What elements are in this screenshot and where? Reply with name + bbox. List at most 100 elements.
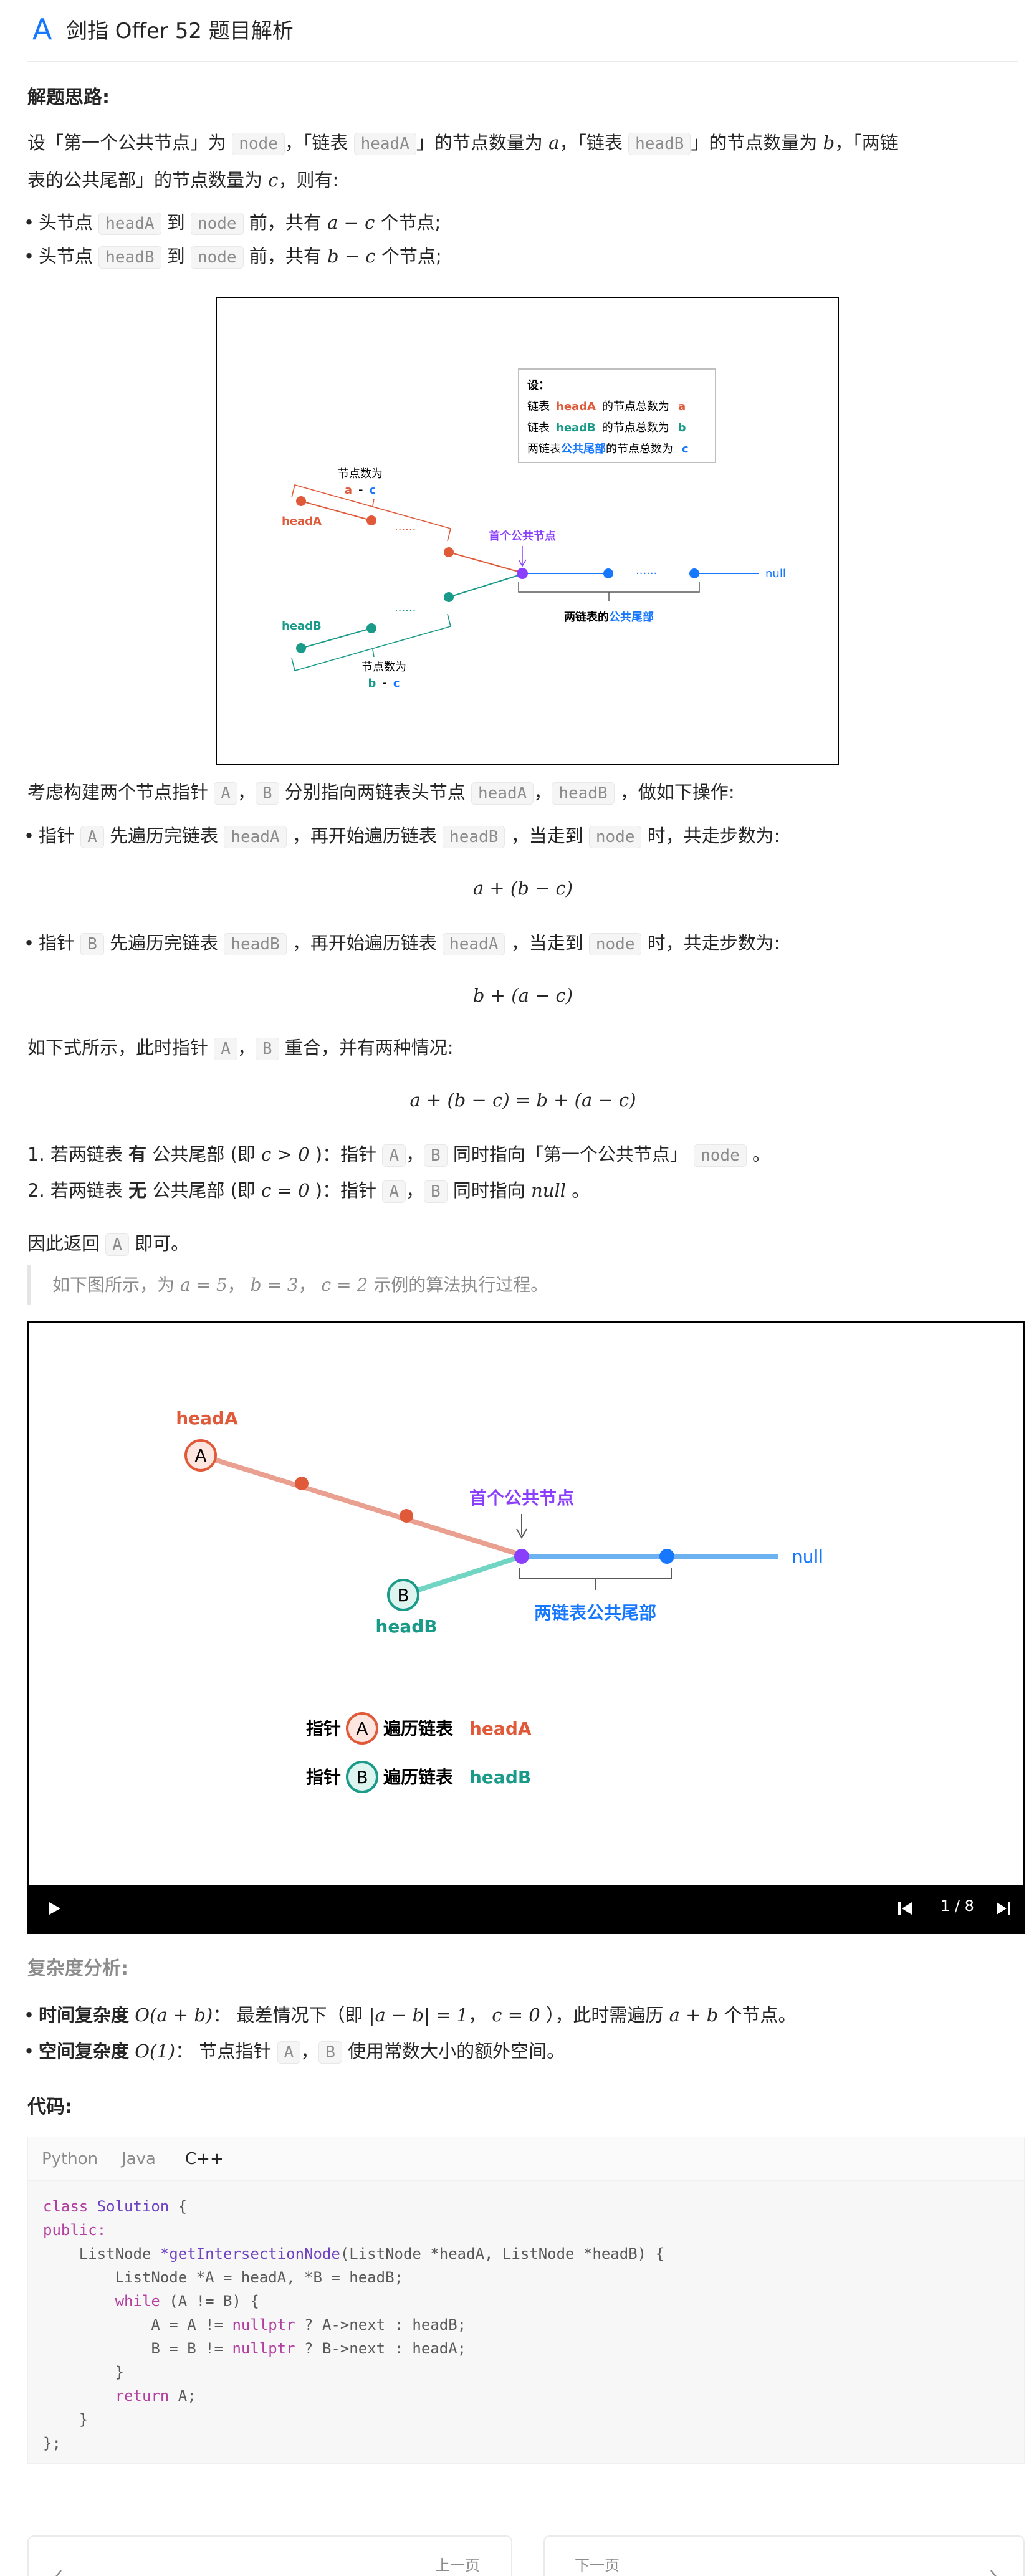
anim-pointer-b-text: B [397,1585,409,1606]
list-a-edge [300,500,372,521]
legend-title: 设： [527,379,550,392]
list-item: 指针 A 先遍历完链表 headA ，再开始遍历链表 headB ，当走到 no… [24,819,780,854]
pointer-paragraph: 考虑构建两个节点指针 A，B 分别指向两链表头节点 headA，headB ，做… [27,774,1018,812]
section-heading-complexity: 复杂度分析: [27,1958,128,1980]
first-common-label: 首个公共节点 [489,529,556,543]
count-a-tick [372,498,375,507]
svg-text:A: A [356,1718,368,1739]
anim-list-a-edge [199,1453,523,1558]
list-b-dots: ······ [395,605,416,618]
player-controls: 1 / 8 [29,1885,1023,1932]
anim-head-b-label: headB [375,1616,437,1637]
overlap-paragraph: 如下式所示，此时指针 A，B 重合，并有两种情况: [27,1030,1018,1067]
next-page-button[interactable]: 下一页 [543,2535,1025,2576]
list-a-dots: ······ [395,524,416,537]
code-language-tabs: Python Java C++ [27,2137,1025,2180]
step-counter: 1 / 8 [941,1897,974,1915]
list-b-node [444,592,454,602]
anim-list-a-node [400,1509,413,1523]
page-header: A 剑指 Offer 52 题目解析 [27,0,1018,62]
list-b-edge [300,628,372,649]
code-block[interactable]: class Solution { public: ListNode *getIn… [27,2180,1025,2464]
anim-null-label: null [792,1546,823,1567]
app-logo-icon[interactable]: A [32,12,52,46]
tail-node [689,568,699,578]
anim-list-a-node [295,1477,309,1490]
list-a-node [444,547,454,557]
play-icon[interactable] [47,1901,62,1916]
list-item-space: 空间复杂度 O(1)： 节点指针 A，B 使用常数大小的额外空间。 [24,2034,565,2069]
previous-icon[interactable] [897,1901,913,1916]
chevron-left-icon [55,2570,62,2576]
tab-java[interactable]: Java [122,2150,156,2168]
animation-frame: headA A B headB 首个公共节点 null 两链表公共尾部 指针 A… [176,1408,823,1793]
list-item: 头节点 headA 到 node 前，共有 a − c 个节点; [24,206,441,241]
anim-legend-2-mid: 遍历链表 [383,1767,453,1788]
return-paragraph: 因此返回 A 即可。 [27,1225,1018,1263]
next-icon[interactable] [995,1901,1012,1916]
anim-legend-1-pre: 指针 [306,1718,341,1739]
anim-pointer-b [387,1579,419,1611]
anim-first-common-node [514,1549,529,1564]
anim-legend-2-node [346,1761,378,1793]
animation-player[interactable]: headA A B headB 首个公共节点 null 两链表公共尾部 指针 A… [27,1321,1025,1934]
null-label: null [765,567,786,580]
formula-b: b + (a − c) [472,985,573,1006]
svg-text:B: B [356,1767,368,1788]
list-a-node [366,515,376,525]
head-b-label: headB [282,620,322,633]
anim-legend-2-key: headB [469,1767,531,1788]
page-title: 剑指 Offer 52 题目解析 [66,19,294,44]
inline-code: headB [628,133,691,155]
anim-legend-1-key: headA [469,1718,532,1739]
chevron-right-icon [990,2570,997,2576]
section-heading-code: 代码: [27,2096,72,2118]
ordered-item-1: 1. 若两链表 有 公共尾部 (即 c > 0 )：指针 A，B 同时指向「第一… [27,1137,770,1172]
anim-tail-node [659,1549,674,1564]
count-a-label: 节点数为 [338,467,383,481]
formula-a: a + (b − c) [472,878,573,899]
count-b-expr: b-c [368,677,400,690]
anim-pointer-a [184,1439,217,1472]
list-item: 指针 B 先遍历完链表 headB ，再开始遍历链表 headA ，当走到 no… [24,926,780,961]
tab-python[interactable]: Python [42,2150,98,2168]
anim-tail-bracket [519,1568,672,1579]
anim-legend-1-node [346,1712,378,1745]
tail-label: 两链表的公共尾部 [564,610,654,624]
formula-equal: a + (b − c) = b + (a − c) [409,1089,636,1111]
list-b-node [366,623,376,633]
anim-list-b-edge [402,1554,523,1597]
count-a-bracket [291,484,451,542]
anim-head-a-label: headA [176,1408,238,1429]
anim-legend-2-pre: 指针 [306,1767,341,1788]
list-a-node [296,496,306,506]
tab-cpp[interactable]: C++ [185,2150,224,2168]
anim-pointer-a-text: A [194,1445,206,1466]
list-item-time: 时间复杂度 O(a + b)： 最差情况下（即 |a − b| = 1， c =… [24,1998,796,2032]
list-b-edge [448,574,521,598]
example-quote: 如下图所示，为 a = 5， b = 3， c = 2 示例的算法执行过程。 [27,1265,1018,1305]
inline-code: headA [353,133,416,155]
tail-bracket [518,582,700,593]
idea-paragraph: 设「第一个公共节点」为 node，「链表 headA」的节点数量为 a，「链表 … [27,132,898,191]
section-heading-idea: 解题思路: [27,87,110,108]
first-common-node [517,568,528,579]
anim-legend-1-mid: 遍历链表 [383,1718,453,1739]
list-item: 头节点 headB 到 node 前，共有 b − c 个节点; [24,239,442,274]
anim-first-common-label: 首个公共节点 [469,1488,574,1508]
list-a-edge [448,552,521,573]
legend-box [518,368,716,463]
prev-page-button[interactable]: 上一页 [27,2535,512,2576]
inline-code: node [232,133,285,155]
count-b-bracket [291,613,451,671]
prev-page-label: 上一页 [435,2557,480,2574]
count-b-label: 节点数为 [361,661,406,674]
ordered-item-2: 2. 若两链表 无 公共尾部 (即 c = 0 )：指针 A，B 同时指向 nu… [27,1174,590,1209]
list-b-node [296,643,306,653]
next-page-label: 下一页 [575,2557,620,2574]
count-a-expr: a-c [345,484,376,497]
